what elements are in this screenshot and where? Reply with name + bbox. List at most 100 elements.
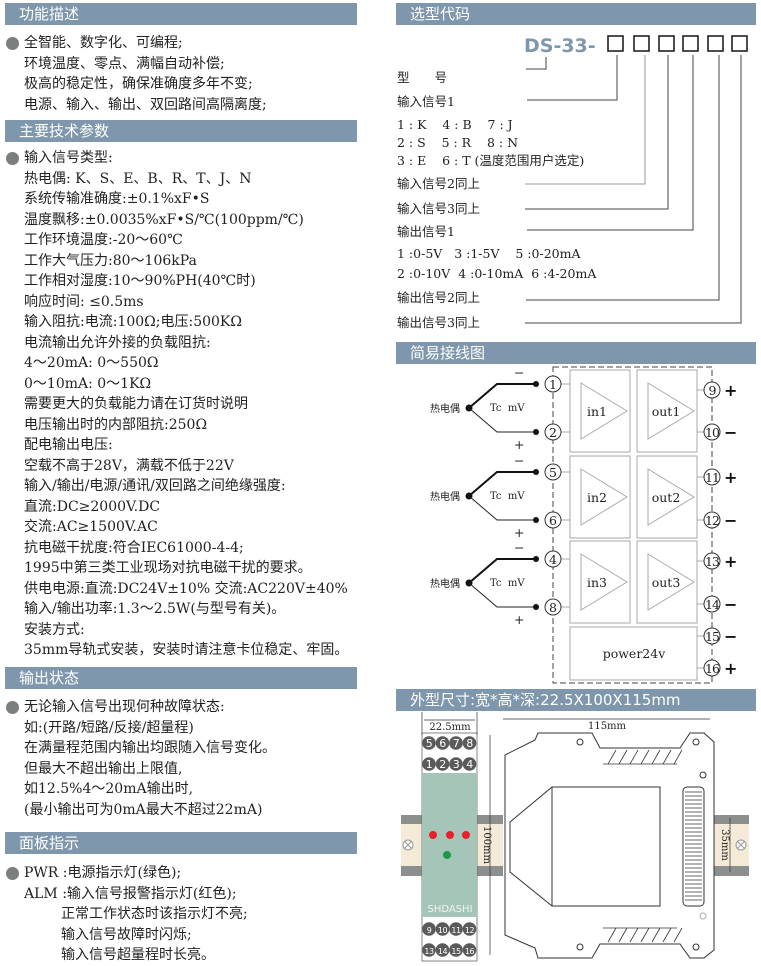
text-line: 如12.5%4～20mA输出时, bbox=[6, 779, 386, 800]
terminal-number: 5 bbox=[549, 465, 557, 480]
input2-label: 输入信号2同上 bbox=[397, 176, 480, 191]
text-line: 安装方式: bbox=[6, 620, 386, 641]
output-lines: 无论输入信号出现何种故障状态:如:(开路/短路/反接/超量程)在满量程范围内输出… bbox=[6, 697, 386, 820]
terminal-number: 2 bbox=[439, 758, 446, 771]
polarity-sign: − bbox=[724, 511, 737, 530]
text-line: 如:(开路/短路/反接/超量程) bbox=[6, 718, 386, 739]
section-header-selection: 选型代码 bbox=[396, 3, 756, 25]
text-line-content: 0～10mA: 0～1KΩ bbox=[24, 375, 152, 392]
hatch-line bbox=[607, 927, 617, 943]
width-dimension: 22.5mm bbox=[429, 722, 471, 733]
code-boxes bbox=[607, 35, 748, 52]
text-line-content: 输入阻抗:电流:100Ω;电压:500KΩ bbox=[24, 314, 242, 330]
text-line-content: 配电输出电压: bbox=[24, 437, 113, 453]
terminal-number: 6 bbox=[439, 737, 446, 750]
terminal-circle bbox=[703, 511, 721, 529]
text-line: 温度飘移:±0.0035%xF•S/℃(100ppm/℃) bbox=[6, 210, 386, 231]
terminal-circle bbox=[544, 375, 562, 393]
text-line: 输入信号故障时闪烁; bbox=[6, 925, 386, 946]
text-line-content: 4～20mA: 0～550Ω bbox=[24, 355, 159, 371]
hatch-line bbox=[618, 927, 628, 943]
text-line-content: 安装方式: bbox=[24, 621, 85, 638]
hatch-line bbox=[662, 927, 672, 943]
minus-sign: − bbox=[514, 453, 524, 468]
text-line-content: 输入信号类型: bbox=[24, 150, 113, 166]
text-line: 响应时间: ≤0.5ms bbox=[6, 292, 386, 313]
alm-led bbox=[462, 831, 470, 839]
terminal-number: 4 bbox=[549, 552, 557, 567]
text-line: 无论输入信号出现何种故障状态: bbox=[6, 697, 386, 718]
text-line-content: 空载不高于28V，满载不低于22V bbox=[24, 457, 234, 474]
output-block-label: out2 bbox=[652, 490, 681, 505]
text-line: (最小输出可为0mA最大不超过22mA) bbox=[6, 800, 386, 821]
text-line-content: 响应时间: ≤0.5ms bbox=[24, 293, 144, 310]
bullet-icon bbox=[6, 701, 19, 714]
text-line-content: 35mm导轨式安装，安装时请注意卡位稳定、牢固。 bbox=[24, 642, 349, 658]
amplifier-icon bbox=[647, 468, 695, 526]
text-line: 系统传输准确度:±0.1%xF•S bbox=[6, 189, 386, 210]
terminal-number: 9 bbox=[427, 926, 432, 935]
bullet-icon bbox=[6, 867, 19, 880]
thermocouple-label: 热电偶 bbox=[430, 577, 460, 590]
terminal-number: 16 bbox=[465, 947, 475, 956]
text-line-content: 电流输出允许外接的负载阻抗: bbox=[24, 334, 211, 351]
text-line: 需要更大的负载能力请在订货时说明 bbox=[6, 394, 386, 415]
terminal-number: 11 bbox=[705, 470, 719, 485]
thermocouple-label: 热电偶 bbox=[430, 490, 460, 503]
terminal-circle bbox=[703, 595, 721, 613]
rail-screw-icon bbox=[735, 839, 747, 851]
model-label: 型 号 bbox=[397, 70, 447, 85]
thermocouple-label: 热电偶 bbox=[430, 402, 460, 415]
text-line-content: 1995中第三类工业现场对抗电磁干扰的要求。 bbox=[24, 560, 312, 576]
output-code-row: 2 :0-10V 4 :0-10mA 6 :4-20mA bbox=[397, 266, 597, 281]
terminal-number: 8 bbox=[466, 737, 473, 750]
text-line: 输入/输出/电源/通讯/双回路之间绝缘强度: bbox=[6, 476, 386, 497]
terminal-number: 9 bbox=[709, 383, 717, 398]
text-line-content: 直流:DC≥2000V.DC bbox=[24, 498, 161, 515]
terminal-circle bbox=[703, 552, 721, 570]
output-code-row: 1 :0-5V 3 :1-5V 5 :0-20mA bbox=[397, 246, 581, 261]
terminal-number: 7 bbox=[453, 737, 460, 750]
text-line-content: 热电偶: K、S、E、B、R、T、J、N bbox=[24, 170, 252, 187]
terminal-screw bbox=[462, 943, 477, 957]
text-line-content: 但最大不超出输出上限值, bbox=[24, 760, 183, 777]
terminal-screw bbox=[422, 736, 436, 750]
polarity-sign: + bbox=[724, 659, 737, 678]
text-line-content: 正常工作状态时该指示灯不亮; bbox=[61, 906, 248, 922]
plus-sign: + bbox=[514, 525, 524, 540]
terminal-screw bbox=[422, 943, 436, 957]
terminal-circle bbox=[544, 550, 562, 568]
text-line: ALM :输入信号报警指示灯(红色); bbox=[6, 884, 386, 905]
input-block bbox=[569, 455, 631, 539]
terminal-number: 1 bbox=[426, 758, 433, 771]
hatch-line bbox=[662, 749, 672, 765]
terminal-screw bbox=[462, 922, 477, 936]
terminal-number: 8 bbox=[549, 600, 557, 615]
output2-label: 输出信号2同上 bbox=[397, 290, 480, 305]
bullet-icon bbox=[6, 37, 19, 50]
text-line-content: 无论输入信号出现何种故障状态: bbox=[24, 699, 225, 715]
text-line: 极高的稳定性，确保准确度多年不变; bbox=[6, 74, 386, 95]
text-line: 热电偶: K、S、E、B、R、T、J、N bbox=[6, 169, 386, 190]
input3-label: 输入信号3同上 bbox=[397, 201, 480, 216]
text-line-content: PWR :电源指示灯(绿色); bbox=[24, 865, 182, 881]
terminal-circle bbox=[544, 598, 562, 616]
amplifier-icon bbox=[647, 382, 695, 440]
text-line: 35mm导轨式安装，安装时请注意卡位稳定、牢固。 bbox=[6, 640, 386, 661]
terminal-circle bbox=[703, 423, 721, 441]
terminal-number: 15 bbox=[705, 629, 719, 644]
text-line: 直流:DC≥2000V.DC bbox=[6, 497, 386, 518]
text-line-content: 输入信号超量程时长亮。 bbox=[61, 947, 215, 963]
text-line: 电源、输入、输出、双回路间高隔离度; bbox=[6, 95, 386, 116]
selection-code-diagram: DS-33- 型 号 输入信号1 1 : K 4 : B 7 : J 2 : S… bbox=[397, 35, 748, 330]
bullet-icon bbox=[6, 152, 19, 165]
text-line: 抗电磁干扰度:符合IEC61000-4-4; bbox=[6, 538, 386, 559]
amplifier-icon bbox=[580, 382, 628, 440]
text-line-content: 输入/输出功率:1.3～2.5W(与型号有关)。 bbox=[24, 601, 286, 617]
text-line-content: 环境温度、零点、满幅自动补偿; bbox=[24, 55, 225, 72]
plus-sign: + bbox=[514, 437, 524, 452]
input-block-label: in1 bbox=[587, 404, 607, 419]
terminal-screw bbox=[435, 922, 450, 936]
text-line-content: 工作相对湿度:10～90%PH(40℃时) bbox=[24, 273, 256, 289]
